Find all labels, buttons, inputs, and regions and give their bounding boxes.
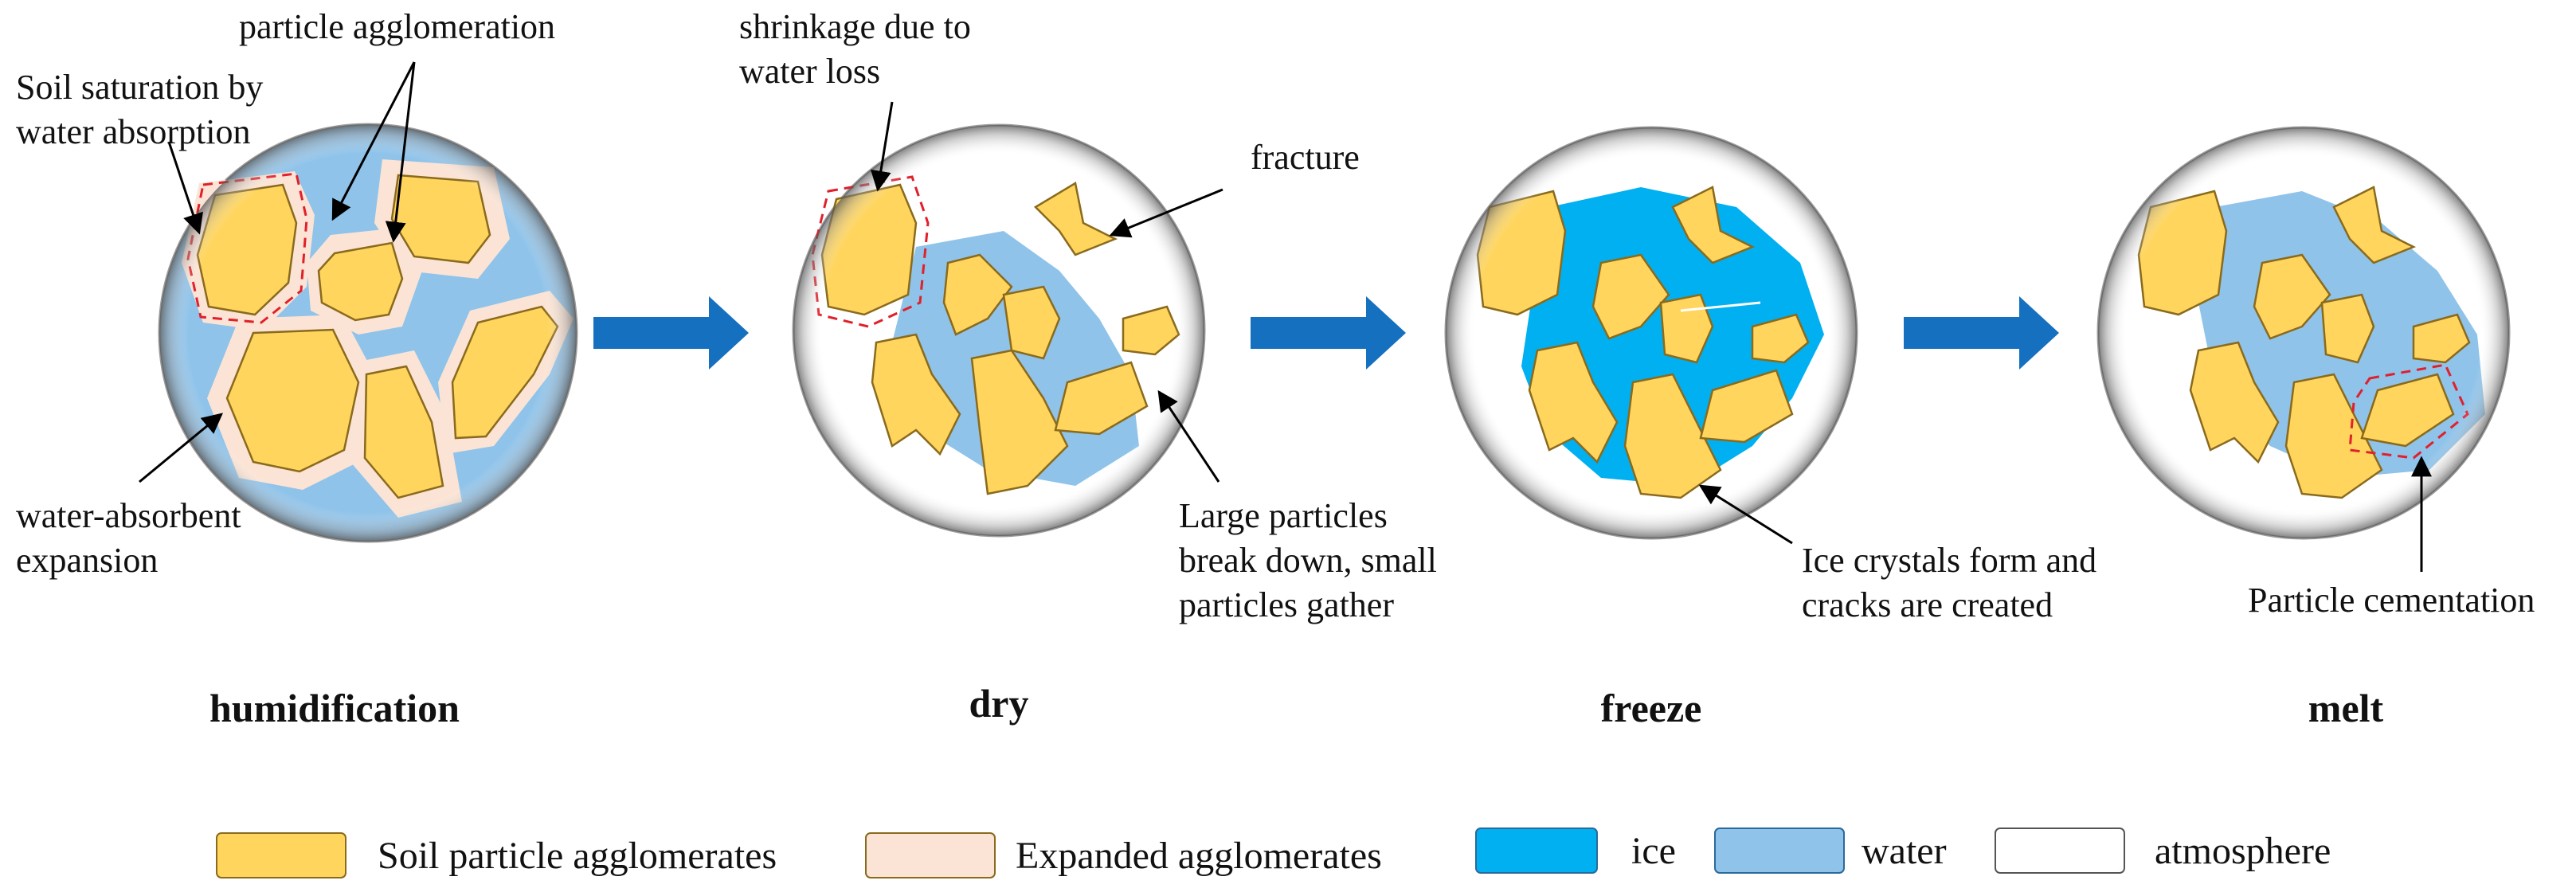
water-swatch [1714, 828, 1845, 874]
annotation-cementation: Particle cementation [2248, 581, 2535, 620]
atmosphere-swatch [1995, 828, 2125, 874]
process-arrow [1904, 296, 2059, 370]
legend-label-ice: ice [1631, 830, 1676, 872]
annotation-water-absorbent-expansion: water-absorbent expansion [16, 496, 250, 580]
annotation-breakdown: Large particles break down, small partic… [1179, 496, 1446, 624]
annotation-particle-agglomeration: particle agglomeration [239, 7, 555, 46]
legend: Soil particle agglomerates Expanded aggl… [216, 828, 2331, 878]
expanded-swatch [865, 832, 996, 878]
annotation-shrinkage: shrinkage due to water loss [739, 7, 980, 91]
legend-label-soil: Soil particle agglomerates [378, 835, 777, 877]
legend-label-atmosphere: atmosphere [2155, 830, 2331, 872]
stage-melt [2096, 126, 2511, 540]
stage-label-humidification: humidification [209, 686, 460, 730]
stage-label-dry: dry [969, 681, 1029, 726]
legend-label-water: water [1862, 830, 1947, 872]
melt-rim [2098, 127, 2509, 538]
process-arrow [1251, 296, 1406, 370]
stage-label-melt: melt [2308, 686, 2384, 730]
humidification-rim [159, 124, 577, 542]
soil-swatch [216, 832, 346, 878]
legend-label-expanded: Expanded agglomerates [1016, 835, 1382, 877]
stage-freeze [1444, 126, 1858, 540]
dry-rim [793, 125, 1204, 536]
stage-dry [792, 123, 1206, 538]
freeze-rim [1446, 127, 1857, 538]
ice-swatch [1475, 828, 1598, 874]
annotation-soil-saturation: Soil saturation by water absorption [16, 68, 272, 151]
stage-humidification [158, 123, 578, 543]
process-arrow [593, 296, 749, 370]
annotation-ice-crystals: Ice crystals form and cracks are created [1802, 541, 2105, 624]
stage-label-freeze: freeze [1601, 686, 1702, 730]
leader-lines [139, 61, 2432, 572]
annotation-fracture: fracture [1251, 138, 1360, 177]
